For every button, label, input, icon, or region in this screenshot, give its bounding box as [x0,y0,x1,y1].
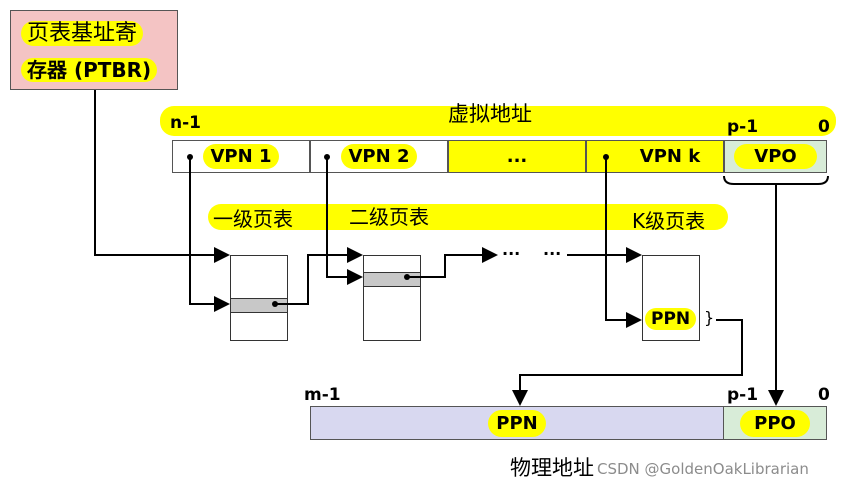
levelk-ppn-entry: PPN [645,308,697,330]
ellipsis-1: ... [502,240,521,259]
virtual-address-lsb: 0 [818,117,830,137]
vpn-ellipsis-field: ... [448,140,586,173]
vpn1-label: VPN 1 [202,144,280,169]
vpo-field: VPO [724,140,827,173]
page-table-levels-band [208,204,728,230]
level1-to-level2-arrow [275,247,363,305]
level1-page-table [230,255,288,341]
vpn1-arrow [189,157,230,312]
vpn2-field: VPN 2 [310,140,448,173]
ptbr-label-line1: 页表基址寄 [21,21,144,46]
ptbr-label-line2: 存器 (PTBR) [21,58,158,82]
vpo-bracket [723,175,829,185]
physical-address-title: 物理地址 [510,456,594,480]
vpo-label: VPO [734,144,817,169]
ptbr-register: 页表基址寄 存器 (PTBR) [10,10,178,90]
level2-to-next-arrow [407,247,498,278]
level2-label: 二级页表 [349,205,429,229]
ellipsis-2: ... [543,240,562,259]
ppn-brace: } [704,308,715,327]
physical-address-msb: m-1 [304,385,341,405]
ppo-field: PPO [723,406,827,440]
ppo-label: PPO [740,409,810,437]
vpnk-label: VPN k [639,146,701,167]
virtual-address-title: 虚拟地址 [448,102,532,126]
ppn-label: PPN [488,409,546,437]
virtual-address-msb: n-1 [170,113,201,133]
level1-selected-entry [231,298,287,313]
levelk-label: K级页表 [632,209,706,233]
vpn2-arrow [326,157,363,285]
level1-label: 一级页表 [213,207,293,231]
ppn-field: PPN [310,406,724,440]
watermark: CSDN @GoldenOakLibrarian [597,460,809,478]
levelk-page-table: PPN [642,255,700,341]
ptbr-arrow [94,90,230,263]
physical-address-lsb: 0 [818,385,830,405]
physical-address-p-minus-1: p-1 [727,385,759,405]
virtual-address-band [160,106,836,136]
vpn2-label: VPN 2 [340,144,418,169]
vpn1-field: VPN 1 [172,140,310,173]
vpn-ellipsis-label: ... [506,146,528,167]
vpnk-field: VPN k [586,140,724,173]
virtual-address-p-minus-1: p-1 [727,117,759,137]
ppn-arrow [512,319,743,406]
vpnk-arrow [605,157,642,328]
